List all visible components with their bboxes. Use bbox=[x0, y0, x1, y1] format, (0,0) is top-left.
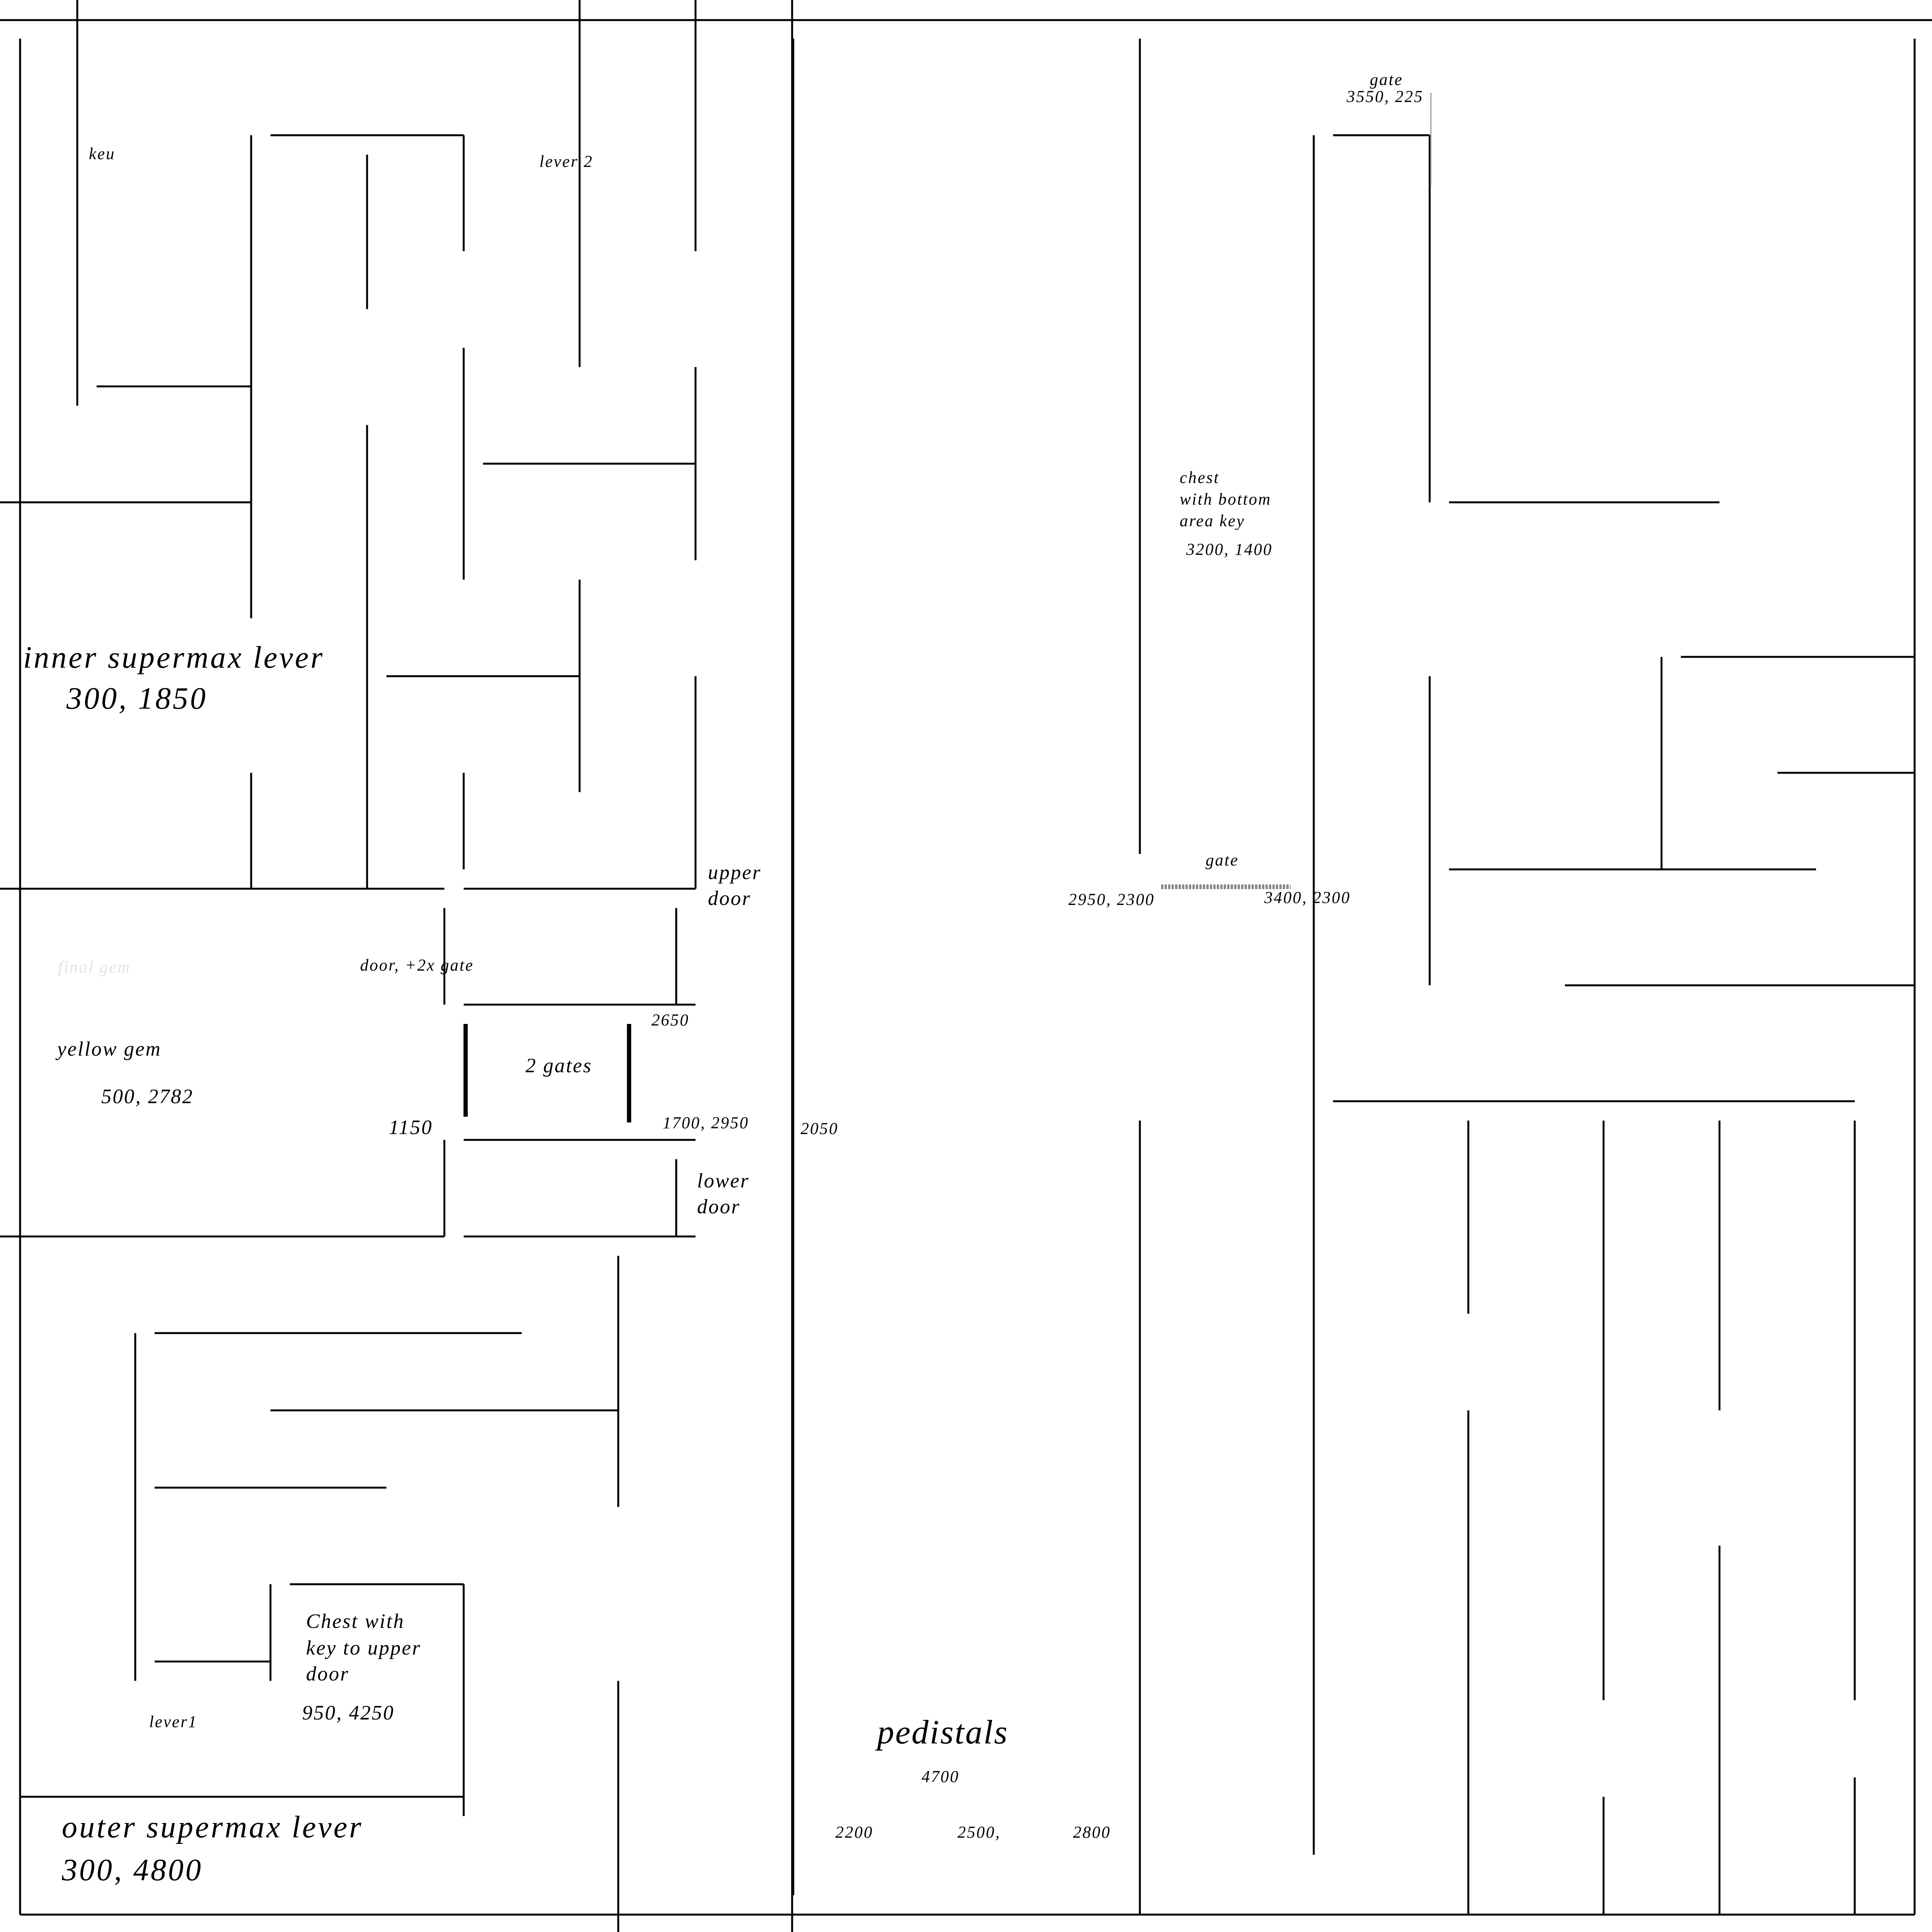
label-coords-1700-2950: 1700, 2950 bbox=[663, 1114, 749, 1132]
label-yellow-gem-coords: 500, 2782 bbox=[101, 1085, 194, 1108]
label-y-2650: 2650 bbox=[651, 1011, 689, 1029]
label-lever-2: lever 2 bbox=[539, 153, 593, 171]
label-chest-upper-3: door bbox=[306, 1663, 349, 1685]
label-upper-door-2: door bbox=[708, 887, 751, 910]
label-final-gem: final gem bbox=[58, 958, 131, 976]
label-pedistal-x1: 2200 bbox=[835, 1823, 873, 1842]
label-door-gate: door, +2x gate bbox=[360, 956, 474, 975]
label-pedistals: pedistals bbox=[875, 1714, 1009, 1751]
label-inner-supermax-lever-coords: 300, 1850 bbox=[66, 682, 207, 716]
label-inner-supermax-lever: inner supermax lever bbox=[23, 641, 325, 675]
label-chest-bottom-1: chest bbox=[1180, 469, 1219, 487]
gates bbox=[1161, 93, 1432, 889]
label-pedistal-x2: 2500, bbox=[957, 1823, 1001, 1842]
label-upper-door-1: upper bbox=[708, 861, 762, 884]
map-labels: keu lever 2 inner supermax lever 300, 18… bbox=[23, 71, 1423, 1887]
label-gate-mid-right-coords: 3400, 2300 bbox=[1264, 889, 1351, 907]
label-chest-upper-2: key to upper bbox=[306, 1637, 421, 1659]
label-chest-upper-1: Chest with bbox=[306, 1610, 405, 1633]
label-pedistals-y: 4700 bbox=[922, 1768, 959, 1786]
label-outer-supermax-lever: outer supermax lever bbox=[62, 1810, 363, 1844]
label-gate-mid-left-coords: 2950, 2300 bbox=[1068, 891, 1155, 909]
label-chest-bottom-3: area key bbox=[1180, 512, 1245, 530]
label-lower-door-2: door bbox=[697, 1196, 740, 1218]
label-outer-supermax-lever-coords: 300, 4800 bbox=[61, 1853, 203, 1887]
label-gate-top: gate bbox=[1370, 71, 1403, 89]
label-gate-top-coords: 3550, 225 bbox=[1346, 88, 1423, 106]
label-keu: keu bbox=[89, 145, 116, 163]
label-chest-bottom-coords: 3200, 1400 bbox=[1186, 541, 1273, 559]
label-yellow-gem: yellow gem bbox=[55, 1038, 162, 1060]
label-chest-bottom-2: with bottom bbox=[1180, 490, 1271, 509]
label-lower-door-1: lower bbox=[697, 1170, 750, 1192]
label-gate-mid: gate bbox=[1206, 851, 1239, 869]
label-pedistal-x3: 2800 bbox=[1073, 1823, 1111, 1842]
label-y-1150: 1150 bbox=[389, 1116, 433, 1139]
label-two-gates: 2 gates bbox=[526, 1054, 592, 1077]
label-x-2050: 2050 bbox=[801, 1120, 838, 1138]
label-chest-upper-coords: 950, 4250 bbox=[302, 1702, 395, 1724]
label-lever1: lever1 bbox=[149, 1713, 197, 1731]
